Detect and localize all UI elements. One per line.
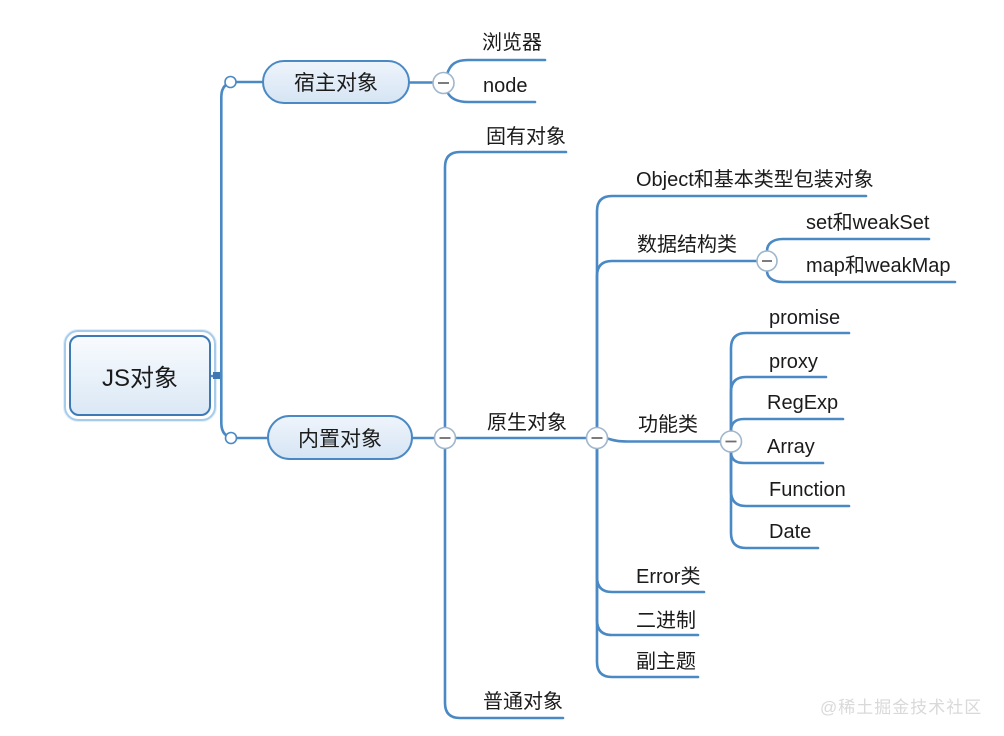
connector-intrinsic xyxy=(443,150,568,429)
watermark: @稀土掘金技术社区 xyxy=(820,698,983,717)
node-functional[interactable]: 功能类 xyxy=(638,414,698,436)
node-map-weakmap[interactable]: map和weakMap xyxy=(806,255,951,277)
connector-root-to-builtin xyxy=(220,374,269,440)
connector-promise xyxy=(729,331,851,433)
node-function[interactable]: Function xyxy=(769,479,846,501)
node-data-structure[interactable]: 数据结构类 xyxy=(637,234,737,256)
selection-handle[interactable] xyxy=(213,372,220,379)
connector-subtopic xyxy=(595,447,700,679)
node-object-wrapper[interactable]: Object和基本类型包装对象 xyxy=(636,169,874,191)
connector-functional xyxy=(606,437,722,443)
node-error-class[interactable]: Error类 xyxy=(636,566,701,588)
connection-point-host xyxy=(224,75,237,89)
connector-browser xyxy=(445,58,547,76)
connection-point-builtin xyxy=(224,431,238,445)
connector-proxy xyxy=(729,375,828,433)
collapse-button-native[interactable] xyxy=(585,426,609,450)
node-root-selection-ring: JS对象 xyxy=(64,330,216,421)
node-root-label: JS对象 xyxy=(101,365,178,392)
connector-regexp xyxy=(729,417,845,433)
connector-node xyxy=(445,90,537,104)
node-proxy[interactable]: proxy xyxy=(769,351,818,373)
node-native-objects[interactable]: 原生对象 xyxy=(487,412,567,434)
node-array[interactable]: Array xyxy=(767,436,815,458)
node-intrinsic-objects[interactable]: 固有对象 xyxy=(486,126,566,148)
connector-date xyxy=(729,450,820,550)
node-promise[interactable]: promise xyxy=(769,307,841,329)
connector-plain xyxy=(443,447,565,720)
collapse-button-host[interactable] xyxy=(432,71,455,95)
node-builtin-objects-label: 内置对象 xyxy=(298,427,382,451)
node-host-objects-label: 宿主对象 xyxy=(294,72,378,95)
node-subtopic[interactable]: 副主题 xyxy=(636,651,696,673)
node-host-objects[interactable]: 宿主对象 xyxy=(262,60,410,104)
node-root[interactable]: JS对象 xyxy=(69,335,211,416)
connector-root-to-host xyxy=(220,80,264,378)
connector-set xyxy=(765,237,931,253)
connector-map xyxy=(765,269,957,284)
node-builtin-objects[interactable]: 内置对象 xyxy=(267,415,413,460)
connector-binary xyxy=(595,447,700,637)
collapse-button-builtin[interactable] xyxy=(433,426,457,450)
node-plain-objects[interactable]: 普通对象 xyxy=(483,691,563,713)
collapse-button-functional[interactable] xyxy=(719,430,743,453)
node-date[interactable]: Date xyxy=(769,521,812,543)
node-regexp[interactable]: RegExp xyxy=(767,392,839,414)
node-binary[interactable]: 二进制 xyxy=(636,610,696,632)
node-set-weakset[interactable]: set和weakSet xyxy=(806,212,930,234)
connector-data-structure xyxy=(595,259,759,429)
node-node[interactable]: node xyxy=(483,75,528,97)
node-browser[interactable]: 浏览器 xyxy=(482,32,542,54)
collapse-button-data-structure[interactable] xyxy=(756,250,778,272)
connector-object-wrapper xyxy=(595,194,868,429)
